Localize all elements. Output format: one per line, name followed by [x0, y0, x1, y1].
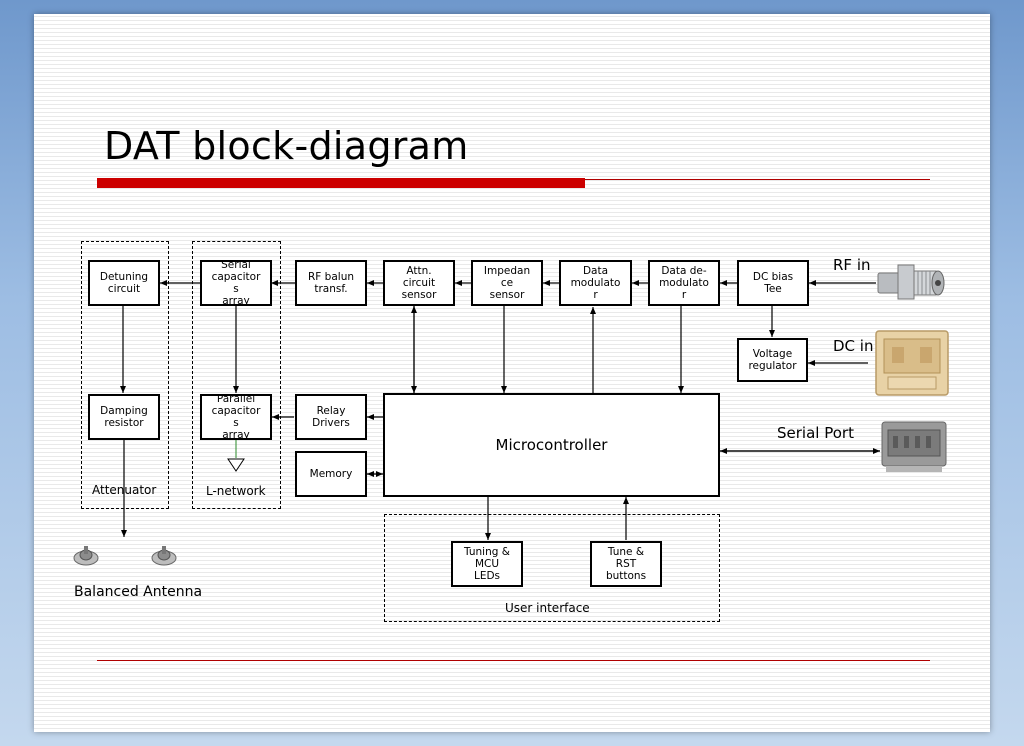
antenna-terminal-icon — [73, 546, 99, 566]
data-modulator-block: Data modulato r — [559, 260, 632, 306]
user-interface-label: User interface — [505, 601, 590, 615]
dc-in-label: DC in — [833, 337, 874, 355]
impedance-sensor-block: Impedan ce sensor — [471, 260, 543, 306]
slide-title: DAT block-diagram — [104, 124, 469, 168]
l-network-label: L-network — [206, 484, 266, 498]
sma-connector-icon — [877, 264, 945, 300]
attn-circuit-sensor-block: Attn. circuit sensor — [383, 260, 455, 306]
data-demodulator-block: Data de- modulato r — [648, 260, 720, 306]
tuning-leds-block: Tuning & MCU LEDs — [451, 541, 523, 587]
voltage-regulator-block: Voltage regulator — [737, 338, 808, 382]
tune-rst-buttons-block: Tune & RST buttons — [590, 541, 662, 587]
ground-symbol-icon — [227, 440, 245, 472]
antenna-terminal-icon — [151, 546, 177, 566]
rf-balun-block: RF balun transf. — [295, 260, 367, 306]
dc-power-connector-icon — [875, 330, 949, 396]
footer-line — [97, 660, 930, 661]
balanced-antenna-label: Balanced Antenna — [74, 584, 203, 600]
rf-in-label: RF in — [833, 256, 871, 274]
dc-bias-tee-block: DC bias Tee — [737, 260, 809, 306]
damping-resistor-block: Damping resistor — [88, 394, 160, 440]
serial-capacitors-block: Serial capacitor s array — [200, 260, 272, 306]
relay-drivers-block: Relay Drivers — [295, 394, 367, 440]
microcontroller-block: Microcontroller — [383, 393, 720, 497]
parallel-capacitors-block: Parallel capacitor s array — [200, 394, 272, 440]
serial-port-connector-icon — [881, 421, 947, 472]
slide-background — [34, 14, 990, 732]
title-underline-thin — [585, 179, 930, 180]
user-interface-group — [384, 514, 720, 622]
attenuator-group — [81, 241, 169, 509]
memory-block: Memory — [295, 451, 367, 497]
title-underline-red — [97, 178, 585, 188]
l-network-group — [192, 241, 281, 509]
detuning-circuit-block: Detuning circuit — [88, 260, 160, 306]
serial-port-label: Serial Port — [777, 424, 854, 442]
